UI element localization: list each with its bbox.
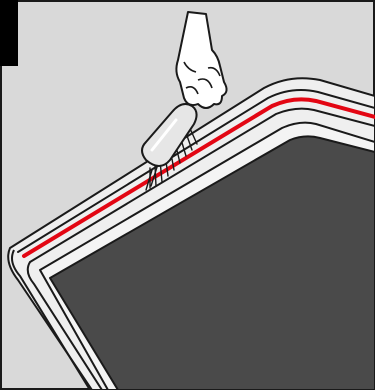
step-tab <box>0 0 18 66</box>
